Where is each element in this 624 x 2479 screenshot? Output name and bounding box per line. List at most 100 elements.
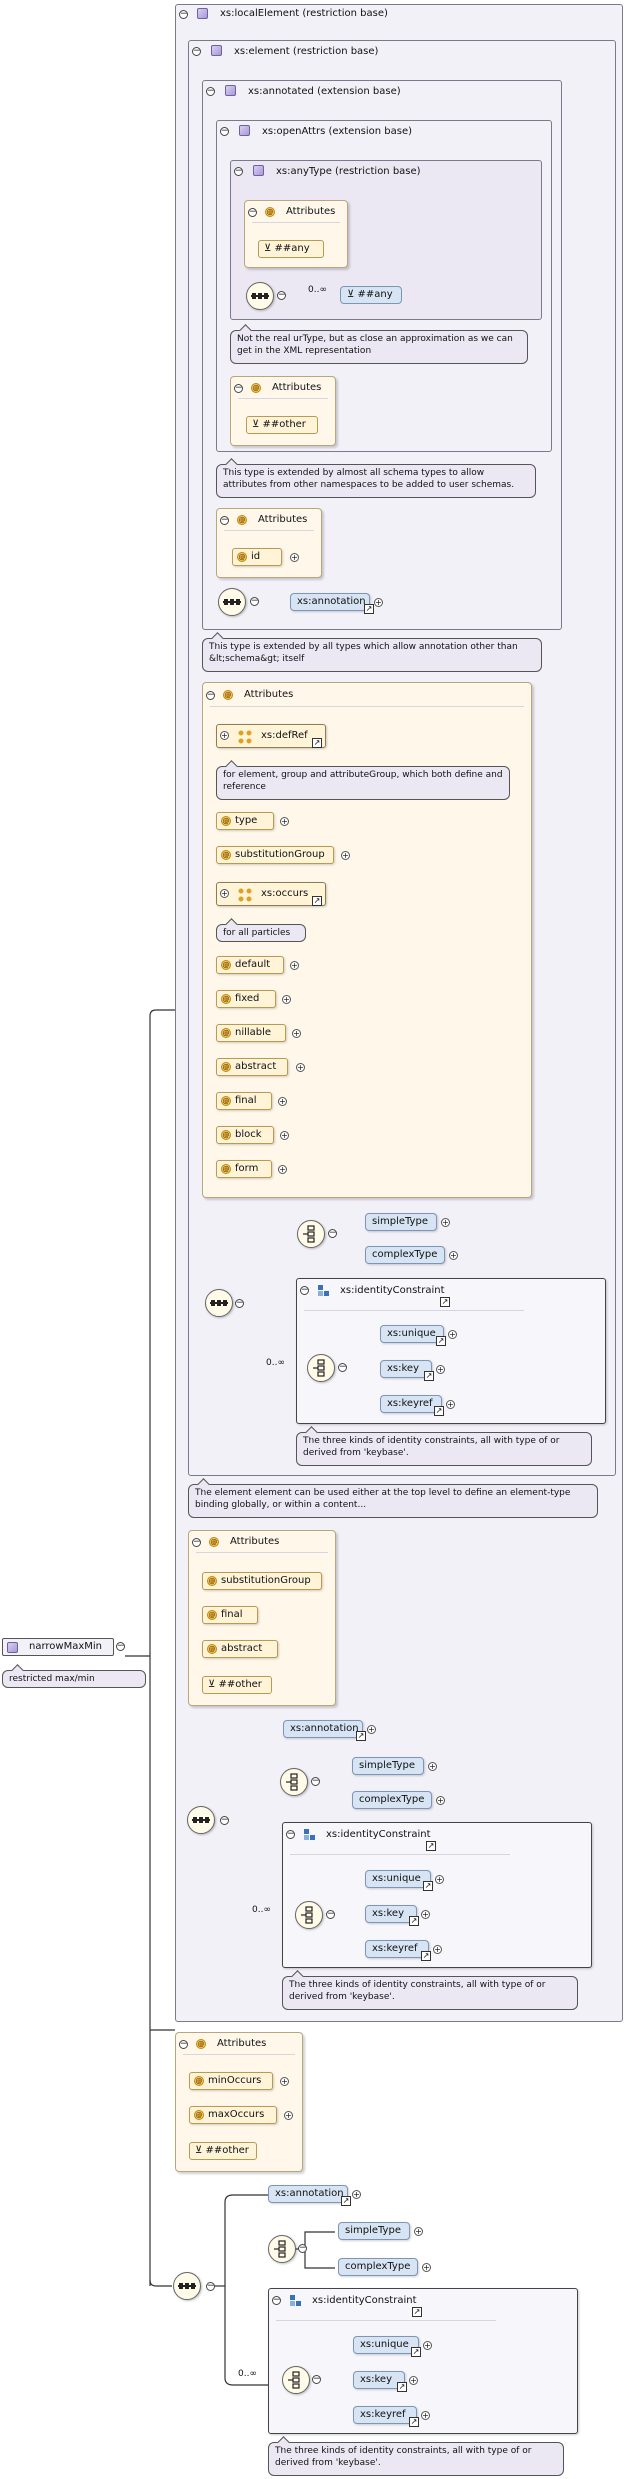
collapse-toggle-icon[interactable]: − — [312, 2374, 321, 2384]
attribute-abstract[interactable]: @abstract — [216, 1058, 288, 1076]
other-attribute[interactable]: ⊻ ##other — [246, 416, 318, 434]
attribute-form[interactable]: @form — [216, 1160, 272, 1178]
any-attribute[interactable]: ⊻ ##any — [258, 240, 324, 258]
expand-toggle-icon[interactable]: + — [448, 1330, 457, 1339]
expand-toggle-icon[interactable]: + — [341, 851, 350, 860]
choice-compositor-icon[interactable] — [307, 1354, 335, 1382]
expand-toggle-icon[interactable]: + — [449, 1251, 458, 1260]
expand-toggle-icon[interactable]: + — [446, 1400, 455, 1409]
collapse-toggle-icon[interactable]: − — [220, 126, 229, 136]
attribute-final[interactable]: @final — [216, 1092, 272, 1110]
any-element[interactable]: ⊻ ##any — [340, 286, 402, 304]
unique-element[interactable]: xs:unique — [365, 1870, 431, 1888]
expand-toggle-icon[interactable]: + — [282, 995, 291, 1004]
attribute-abstract[interactable]: @abstract — [202, 1640, 278, 1658]
expand-toggle-icon[interactable]: + — [414, 2227, 423, 2236]
expand-toggle-icon[interactable]: + — [296, 1063, 305, 1072]
attribute-block[interactable]: @block — [216, 1126, 274, 1144]
collapse-toggle-icon[interactable]: − — [192, 1537, 201, 1547]
choice-compositor-icon[interactable] — [268, 2235, 296, 2263]
collapse-toggle-icon[interactable]: − — [298, 2243, 307, 2253]
collapse-toggle-icon[interactable]: − — [206, 86, 215, 96]
collapse-toggle-icon[interactable]: − — [206, 2281, 215, 2291]
expand-toggle-icon[interactable]: + — [435, 1875, 444, 1884]
collapse-toggle-icon[interactable]: − — [248, 207, 257, 217]
attribute-group-occurs[interactable]: xs:occurs — [216, 882, 326, 906]
expand-toggle-icon[interactable]: + — [428, 1762, 437, 1771]
expand-toggle-icon[interactable]: + — [284, 2111, 293, 2120]
expand-toggle-icon[interactable]: + — [421, 2411, 430, 2420]
keyref-element[interactable]: xs:keyref — [365, 1940, 429, 1958]
expand-toggle-icon[interactable]: + — [280, 1131, 289, 1140]
collapse-toggle-icon[interactable]: − — [300, 1285, 309, 1295]
collapse-toggle-icon[interactable]: − — [286, 1829, 295, 1839]
collapse-toggle-icon[interactable]: − — [179, 9, 188, 19]
key-element[interactable]: xs:key — [353, 2371, 405, 2389]
annotation-element[interactable]: xs:annotation — [290, 593, 370, 611]
expand-toggle-icon[interactable]: + — [352, 2190, 361, 2199]
expand-toggle-icon[interactable]: + — [220, 889, 229, 898]
keyref-element[interactable]: xs:keyref — [353, 2406, 417, 2424]
attribute-id[interactable]: @id — [232, 548, 282, 566]
collapse-toggle-icon[interactable]: − — [272, 2295, 281, 2305]
annotation-element[interactable]: xs:annotation — [268, 2185, 348, 2203]
sequence-compositor-icon[interactable] — [187, 1806, 215, 1834]
choice-compositor-icon[interactable] — [280, 1768, 308, 1796]
expand-toggle-icon[interactable]: + — [441, 1218, 450, 1227]
expand-toggle-icon[interactable]: + — [280, 2077, 289, 2086]
collapse-toggle-icon[interactable]: − — [234, 383, 243, 393]
collapse-toggle-icon[interactable]: − — [326, 1909, 335, 1919]
choice-compositor-icon[interactable] — [282, 2366, 310, 2394]
expand-toggle-icon[interactable]: + — [290, 553, 299, 562]
attribute-maxOccurs[interactable]: @maxOccurs — [189, 2106, 277, 2124]
expand-toggle-icon[interactable]: + — [278, 1097, 287, 1106]
attribute-group-defRef[interactable]: xs:defRef — [216, 724, 326, 748]
expand-toggle-icon[interactable]: + — [422, 2263, 431, 2272]
expand-toggle-icon[interactable]: + — [278, 1165, 287, 1174]
expand-toggle-icon[interactable]: + — [292, 1029, 301, 1038]
attribute-nillable[interactable]: @nillable — [216, 1024, 286, 1042]
collapse-toggle-icon[interactable]: − — [277, 290, 286, 300]
choice-compositor-icon[interactable] — [295, 1901, 323, 1929]
unique-element[interactable]: xs:unique — [353, 2336, 419, 2354]
other-attribute[interactable]: ⊻ ##other — [189, 2142, 257, 2160]
simpleType-element[interactable]: simpleType — [338, 2222, 410, 2240]
key-element[interactable]: xs:key — [365, 1905, 417, 1923]
expand-toggle-icon[interactable]: + — [421, 1910, 430, 1919]
collapse-toggle-icon[interactable]: − — [192, 46, 201, 56]
collapse-toggle-icon[interactable]: − — [234, 166, 243, 176]
expand-toggle-icon[interactable]: + — [436, 1796, 445, 1805]
attribute-final[interactable]: @final — [202, 1606, 258, 1624]
collapse-toggle-icon[interactable]: − — [235, 1298, 244, 1308]
expand-toggle-icon[interactable]: + — [220, 731, 229, 740]
expand-toggle-icon[interactable]: + — [433, 1945, 442, 1954]
attribute-default[interactable]: @default — [216, 956, 284, 974]
collapse-toggle-icon[interactable]: − — [220, 1815, 229, 1825]
collapse-toggle-icon[interactable]: − — [250, 596, 259, 606]
expand-toggle-icon[interactable]: + — [409, 2376, 418, 2385]
complexType-element[interactable]: complexType — [365, 1246, 445, 1264]
simpleType-element[interactable]: simpleType — [365, 1213, 437, 1231]
attribute-substitutionGroup[interactable]: @substitutionGroup — [216, 846, 334, 864]
attribute-type[interactable]: @type — [216, 812, 274, 830]
attribute-minOccurs[interactable]: @minOccurs — [189, 2072, 273, 2090]
expand-toggle-icon[interactable]: + — [367, 1725, 376, 1734]
unique-element[interactable]: xs:unique — [380, 1325, 444, 1343]
expand-toggle-icon[interactable]: + — [280, 817, 289, 826]
simpleType-element[interactable]: simpleType — [352, 1757, 424, 1775]
choice-compositor-icon[interactable] — [297, 1220, 325, 1248]
complexType-element[interactable]: complexType — [338, 2258, 418, 2276]
annotation-element[interactable]: xs:annotation — [283, 1720, 363, 1738]
collapse-toggle-icon[interactable]: − — [179, 2039, 188, 2049]
collapse-toggle-icon[interactable]: − — [206, 690, 215, 700]
keyref-element[interactable]: xs:keyref — [380, 1395, 442, 1413]
root-element[interactable]: narrowMaxMin — [2, 1638, 114, 1656]
complexType-element[interactable]: complexType — [352, 1791, 432, 1809]
collapse-toggle-icon[interactable]: − — [338, 1362, 347, 1372]
key-element[interactable]: xs:key — [380, 1360, 432, 1378]
collapse-toggle-icon[interactable]: − — [328, 1228, 337, 1238]
collapse-toggle-icon[interactable]: − — [311, 1776, 320, 1786]
attribute-fixed[interactable]: @fixed — [216, 990, 276, 1008]
collapse-toggle-icon[interactable]: − — [220, 515, 229, 525]
attribute-substitutionGroup[interactable]: @substitutionGroup — [202, 1572, 322, 1590]
